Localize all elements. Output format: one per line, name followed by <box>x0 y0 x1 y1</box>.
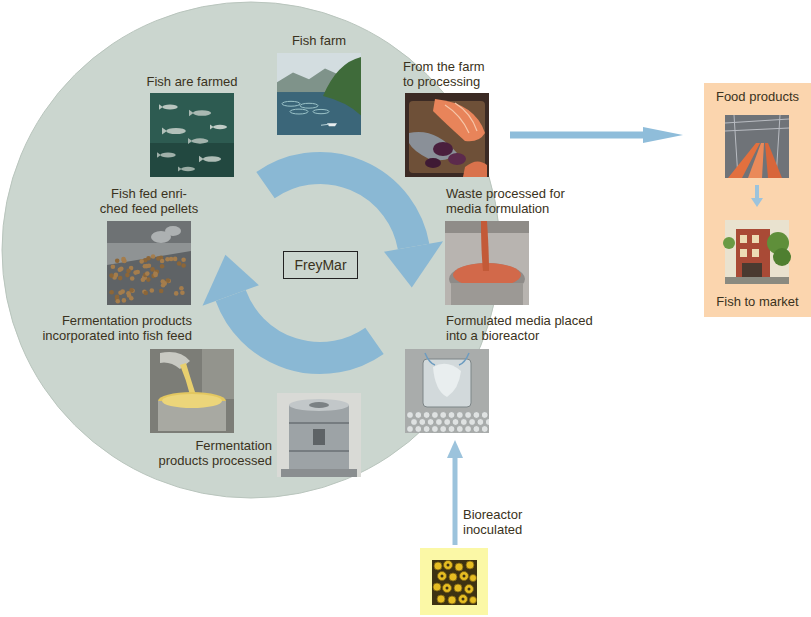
flow-arrow <box>510 127 683 143</box>
step-caption: Fish are farmed <box>125 74 259 89</box>
process-step: Waste processed for media formulation <box>445 221 529 305</box>
step-caption: Fish fed enri- ched feed pellets <box>98 186 200 216</box>
inoculation-arrow <box>447 440 463 545</box>
process-step: From the farm to processing <box>405 93 489 177</box>
process-step: Fish farm <box>277 53 361 135</box>
panel-text: Food products <box>706 89 809 104</box>
process-step: Fermentation products processed <box>277 393 361 477</box>
process-step: Fermentation products incorporated into … <box>150 349 234 433</box>
process-step: Fish fed enri- ched feed pellets <box>107 221 191 305</box>
market-panel: Food productsFish to market <box>704 83 811 317</box>
step-caption: Formulated media placed into a bioreacto… <box>446 313 601 343</box>
step-illustration <box>405 349 489 433</box>
step-illustration <box>277 393 361 477</box>
panel-illustration <box>704 83 811 317</box>
step-illustration <box>107 221 191 305</box>
step-caption: Fermentation products incorporated into … <box>36 313 192 343</box>
step-caption: Waste processed for media formulation <box>446 186 588 216</box>
step-illustration <box>150 93 234 177</box>
step-illustration <box>277 53 361 135</box>
step-caption: Fermentation products processed <box>146 438 272 468</box>
cycle-region <box>2 2 500 498</box>
box-label: FreyMar <box>293 257 348 273</box>
panel-text: Fish to market <box>706 294 809 309</box>
step-illustration <box>445 221 529 305</box>
step-caption: From the farm to processing <box>403 59 499 89</box>
step-caption: Fish farm <box>255 33 383 48</box>
step-illustration <box>150 349 234 433</box>
step-illustration <box>405 93 489 177</box>
cycle-arrows <box>203 168 444 358</box>
process-step: Formulated media placed into a bioreacto… <box>405 349 489 433</box>
process-step: Fish are farmed <box>150 93 234 177</box>
center-box: FreyMar <box>283 251 358 279</box>
inoculum-square <box>420 548 488 615</box>
arrow-note: Bioreactor inoculated <box>463 507 545 537</box>
